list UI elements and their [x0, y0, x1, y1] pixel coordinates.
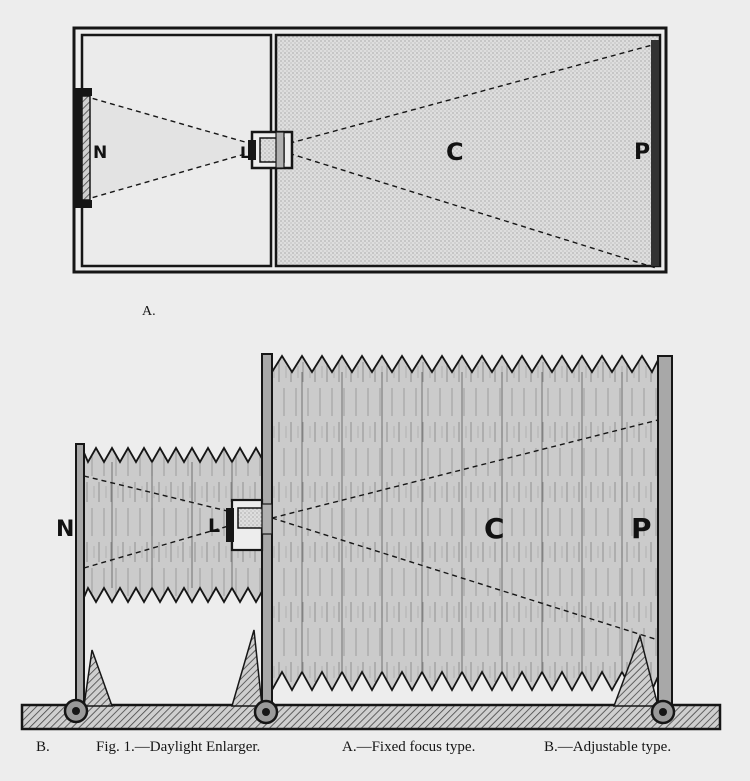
support-middle — [231, 629, 263, 707]
negative-holder-a — [74, 88, 92, 208]
light-rays-a — [83, 43, 657, 269]
label-negative-b: N — [56, 517, 74, 542]
light-cone-left-a — [84, 96, 266, 200]
lens-a — [248, 130, 294, 170]
cone-chamber-a — [274, 33, 662, 268]
paper-upright-b — [657, 355, 673, 709]
base-board — [20, 703, 722, 731]
bellows-creases — [111, 372, 623, 672]
label-cone-a: C — [446, 138, 464, 166]
support-right — [612, 633, 659, 707]
large-bellows — [271, 354, 661, 694]
label-paper-a: P — [634, 140, 650, 165]
caption-type-a: A.—Fixed focus type. — [342, 739, 476, 755]
paper-plane-a — [651, 40, 659, 266]
label-lens-a: L — [240, 143, 250, 162]
caption-figure-title: Fig. 1.—Daylight Enlarger. — [96, 739, 261, 755]
label-paper-b: P — [631, 512, 652, 545]
caption-panel-b: B. — [36, 739, 50, 755]
caption-type-b: B.—Adjustable type. — [544, 739, 672, 755]
label-lens-b: L — [208, 515, 220, 537]
diagram-a: N L C P A. — [72, 26, 668, 319]
label-cone-b: C — [484, 512, 505, 545]
label-negative-a: N — [93, 143, 107, 163]
support-left — [83, 649, 114, 707]
panel-label-a: A. — [142, 304, 156, 319]
figure-caption: B. Fig. 1.—Daylight Enlarger. A.—Fixed f… — [0, 739, 750, 763]
negative-upright-b — [75, 443, 85, 709]
diagram-b: N L C P — [20, 353, 722, 731]
wheels — [63, 698, 676, 725]
lens-b — [226, 498, 273, 552]
